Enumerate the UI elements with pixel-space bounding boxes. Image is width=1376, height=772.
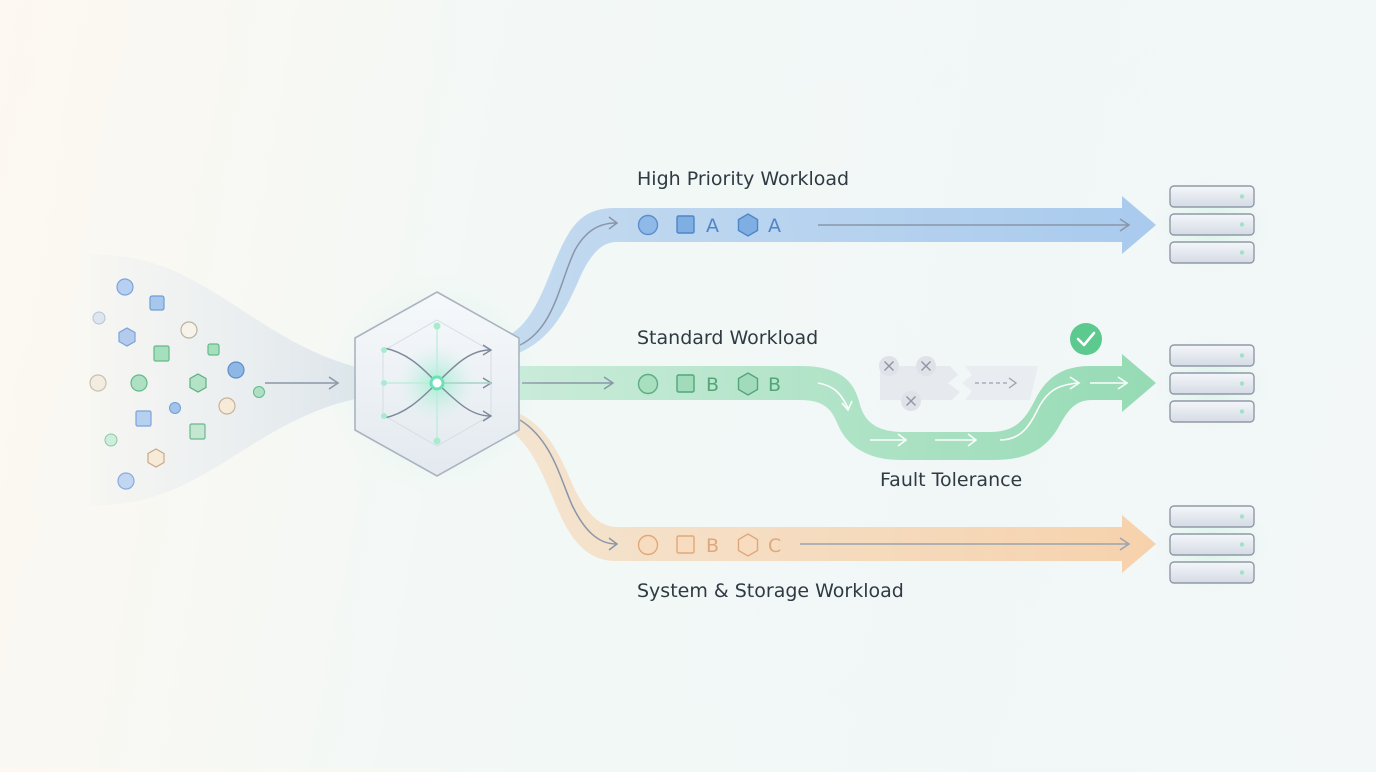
fault-tolerance-label: Fault Tolerance [880, 469, 1023, 491]
server-rack-icon [1152, 495, 1272, 595]
standard-lane-letter-2: B [768, 374, 781, 396]
standard-lane-band [520, 354, 1156, 460]
x-mark-icon [916, 356, 936, 376]
system-lane-letter-2: C [768, 535, 781, 557]
high-priority-lane-band [508, 196, 1156, 356]
standard-lane-symbols [637, 372, 759, 396]
x-mark-icon [901, 391, 921, 411]
standard-lane-title: Standard Workload [637, 327, 819, 349]
input-funnel [90, 254, 360, 506]
high-lane-symbols [637, 213, 759, 237]
high-priority-lane-title: High Priority Workload [637, 168, 850, 190]
standard-lane-letter-1: B [706, 374, 719, 396]
checkmark-icon [1070, 323, 1102, 355]
x-mark-icon [879, 356, 899, 376]
server-rack-icon [1152, 334, 1272, 434]
failed-route-segment [880, 366, 960, 400]
hexagon-router-icon [327, 273, 547, 493]
server-rack-icon [1152, 175, 1272, 275]
system-storage-lane-title: System & Storage Workload [637, 580, 904, 602]
system-storage-lane-band [508, 410, 1156, 573]
reroute-flow-arrows [817, 376, 1129, 447]
high-lane-letter-2: A [768, 215, 781, 237]
system-lane-symbols [637, 533, 759, 557]
system-lane-letter-1: B [706, 535, 719, 557]
high-lane-letter-1: A [706, 215, 719, 237]
incoming-tasks [89, 278, 265, 490]
